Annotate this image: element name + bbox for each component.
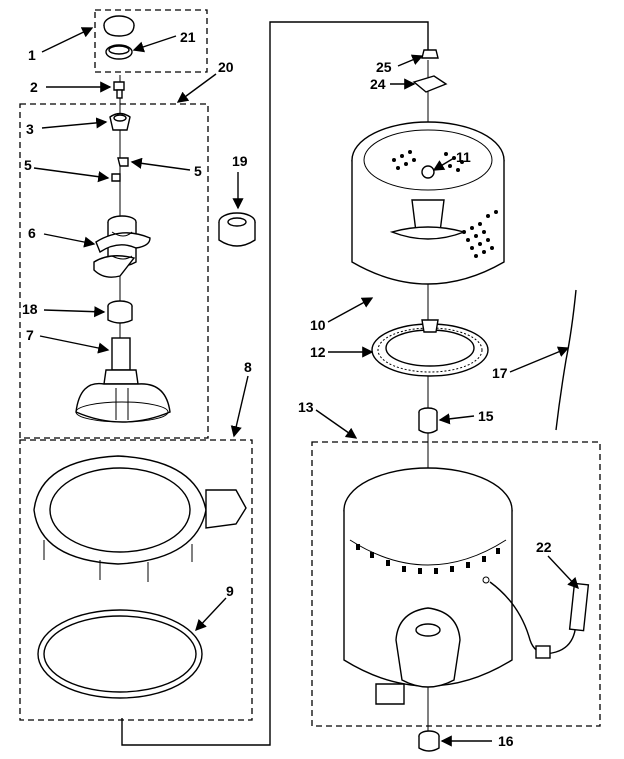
group-box-cap <box>94 9 208 73</box>
group-box-agitator <box>19 103 209 439</box>
callout-17: 17 <box>492 365 508 381</box>
callout-12: 12 <box>310 344 326 360</box>
leader-3 <box>41 117 108 129</box>
leader-13 <box>315 409 358 439</box>
callout-22: 22 <box>536 539 552 555</box>
leader-5b <box>130 157 191 171</box>
leader-20 <box>176 73 217 103</box>
callout-11: 11 <box>456 149 471 165</box>
part-cam <box>109 112 131 131</box>
part-bottom-nut <box>418 730 440 752</box>
group-box-outer-tub <box>311 441 601 727</box>
part-dog-a <box>117 157 129 167</box>
part-ring <box>105 44 133 60</box>
leader-17 <box>509 346 570 373</box>
leader-7 <box>39 335 110 354</box>
callout-24: 24 <box>370 76 386 92</box>
callout-19: 19 <box>232 153 248 169</box>
callout-5b: 5 <box>194 163 202 179</box>
callout-7: 7 <box>26 327 34 343</box>
callout-20: 20 <box>218 59 234 75</box>
part-agitator-base <box>75 337 171 423</box>
leader-1 <box>41 27 94 53</box>
callout-21: 21 <box>180 29 196 45</box>
callout-5a: 5 <box>24 157 32 173</box>
callout-9: 9 <box>226 583 234 599</box>
callout-8: 8 <box>244 359 252 375</box>
part-nut <box>421 49 439 59</box>
leader-11 <box>432 157 455 171</box>
leader-6 <box>43 233 96 248</box>
part-cap <box>103 15 135 37</box>
callout-6: 6 <box>28 225 36 241</box>
callout-15: 15 <box>478 408 494 424</box>
part-coupling <box>418 407 438 434</box>
connector-line <box>121 21 429 746</box>
part-gasket <box>37 609 203 699</box>
part-outer-tub <box>343 467 513 705</box>
group-box-tub-ring <box>19 439 253 721</box>
part-bushing <box>107 300 133 324</box>
leader-25 <box>397 54 424 67</box>
leader-5a <box>33 167 110 183</box>
leader-10 <box>327 297 374 323</box>
part-washer <box>412 75 448 93</box>
callout-2: 2 <box>30 79 38 95</box>
part-drain-hose <box>489 581 590 659</box>
callout-1: 1 <box>28 47 36 63</box>
callout-25: 25 <box>376 59 392 75</box>
part-dog-b <box>111 173 121 182</box>
part-drive-hub <box>371 319 489 377</box>
callout-13: 13 <box>298 399 314 415</box>
part-tub-ring <box>33 455 247 582</box>
leader-21 <box>132 35 177 53</box>
callout-18: 18 <box>22 301 38 317</box>
callout-10: 10 <box>310 317 326 333</box>
part-bolt <box>113 81 125 99</box>
leader-9 <box>195 597 227 632</box>
part-basket <box>351 121 505 285</box>
callout-16: 16 <box>498 733 514 749</box>
leader-22 <box>547 555 579 590</box>
leader-8 <box>230 375 249 438</box>
part-auger <box>93 215 151 278</box>
callout-3: 3 <box>26 121 34 137</box>
part-seal <box>218 212 256 247</box>
leader-18 <box>43 306 106 318</box>
part-hose <box>555 289 577 431</box>
leader-15 <box>438 413 475 425</box>
